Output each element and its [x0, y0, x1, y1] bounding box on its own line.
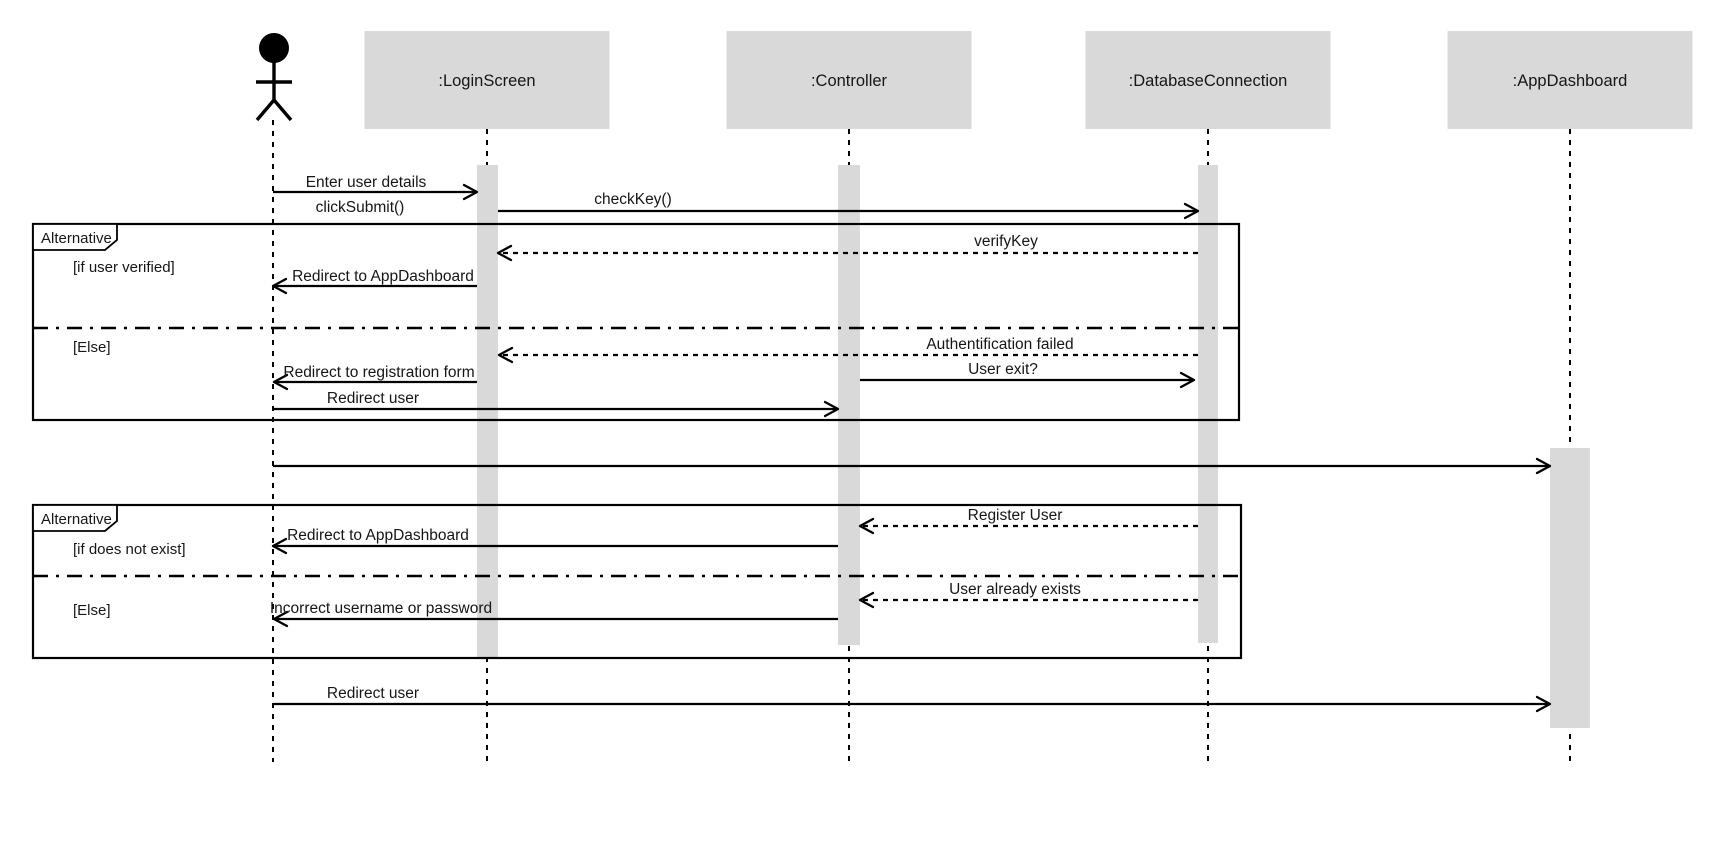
actor-head: [259, 33, 289, 63]
activation-bar-app-dashboard: [1550, 448, 1590, 728]
arrowhead-redirect-user-1: [823, 400, 840, 418]
participants: :LoginScreen :Controller :DatabaseConnecti…: [364, 31, 1693, 129]
fragment-operator-tag-2: [32, 504, 118, 532]
fragment-border-1: [31, 222, 1241, 422]
message-label-redirect-to-registration-form: Redirect to registration form: [283, 364, 474, 381]
message-label-register-user: Register User: [968, 507, 1063, 524]
fragment-condition-label: [Else]: [73, 602, 111, 619]
arrowhead-redirect-to-registration-form: [272, 373, 289, 391]
fragment-operator-tag-1: [32, 223, 118, 251]
arrowhead-check-key: [1183, 202, 1200, 220]
arrowhead-register-user: [858, 517, 875, 535]
message-label-redirect-to-appdashboard-1: Redirect to AppDashboard: [292, 268, 474, 285]
lifelines: [272, 120, 1571, 762]
fragment-operator-label-1: Alternative: [41, 230, 112, 247]
participant-label-database-connection: :DatabaseConnection: [1129, 72, 1288, 90]
participant-box-database-connection: [1085, 31, 1331, 129]
participant-box-controller: [726, 31, 972, 129]
actor-figure: [255, 33, 293, 122]
message-label-incorrect-username-or-password: Incorrect username or password: [270, 600, 492, 617]
arrowhead-user-already-exists: [858, 591, 875, 609]
fragment-condition-label: [Else]: [73, 339, 111, 356]
participant-box-app-dashboard: [1447, 31, 1693, 129]
message-label-authentification-failed: Authentification failed: [926, 336, 1073, 353]
message-label-redirect-user-2: Redirect user: [327, 685, 419, 702]
fragments: Alternative [if user verified] [Else] Alter…: [31, 222, 1243, 660]
arrowhead-to-appdashboard: [1535, 457, 1552, 475]
arrowhead-redirect-to-appdashboard-2: [271, 537, 288, 555]
activation-bar-database-connection: [1198, 165, 1218, 643]
arrowhead-redirect-to-appdashboard-1: [271, 277, 288, 295]
message-label-redirect-to-appdashboard-2: Redirect to AppDashboard: [287, 527, 469, 544]
activation-bar-login-screen: [477, 165, 498, 658]
fragment-condition-label: [if user verified]: [73, 259, 175, 276]
message-label-below-enter-user-details: clickSubmit(): [316, 199, 405, 216]
activations: [477, 165, 1590, 728]
arrowhead-verify-key: [496, 244, 513, 262]
fragment-operator-label-2: Alternative: [41, 511, 112, 528]
fragment-condition-label: [if does not exist]: [73, 541, 186, 558]
message-label-check-key: checkKey(): [594, 191, 672, 208]
message-label-verify-key: verifyKey: [974, 233, 1038, 250]
fragment-border-2: [31, 503, 1243, 660]
message-label-user-already-exists: User already exists: [949, 581, 1081, 598]
messages: Enter user details clickSubmit() checkKey(…: [270, 174, 1552, 713]
participant-label-controller: :Controller: [811, 72, 888, 90]
message-label-enter-user-details: Enter user details: [306, 174, 427, 191]
participant-label-app-dashboard: :AppDashboard: [1513, 72, 1628, 90]
actor-right-leg: [272, 98, 293, 122]
arrowhead-authentification-failed: [497, 346, 514, 364]
participant-box-login-screen: [364, 31, 610, 129]
actor-left-leg: [255, 98, 276, 122]
message-label-redirect-user-1: Redirect user: [327, 390, 419, 407]
activation-bar-controller: [838, 165, 860, 645]
message-label-user-exit: User exit?: [968, 361, 1038, 378]
arrowhead-incorrect-username-or-password: [272, 610, 289, 628]
participant-label-login-screen: :LoginScreen: [438, 72, 535, 90]
arrowhead-redirect-user-2: [1535, 695, 1552, 713]
arrowhead-user-exit: [1179, 371, 1196, 389]
arrowhead-enter-user-details: [462, 183, 479, 201]
